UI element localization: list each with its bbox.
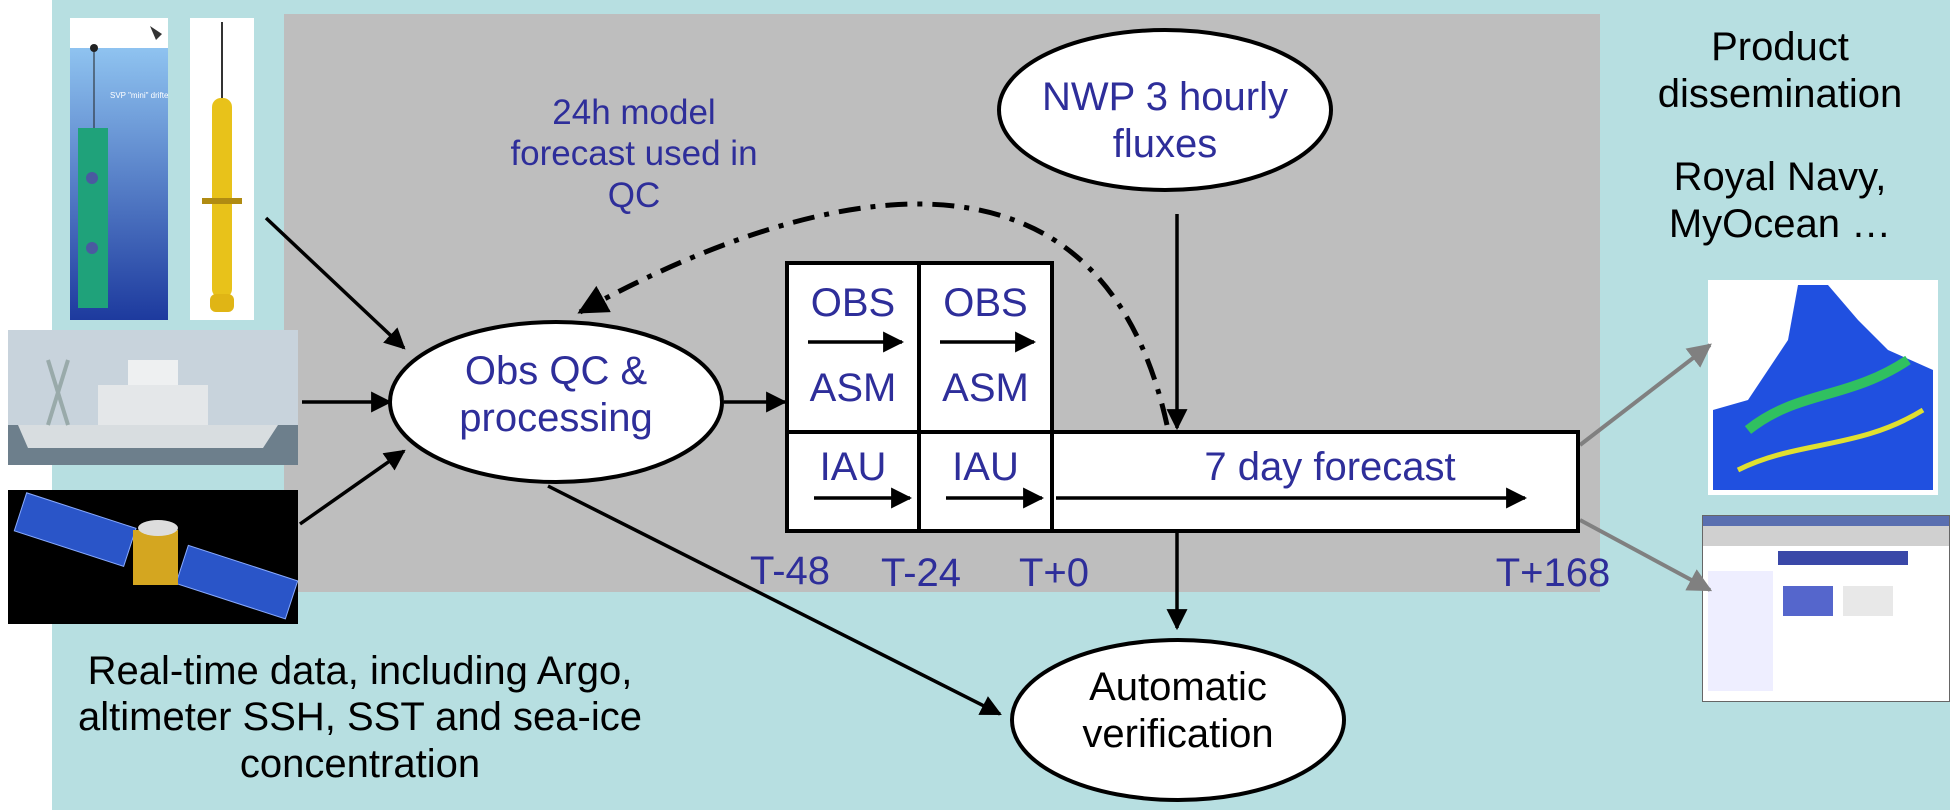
- arrow-forecast-feedback: [577, 201, 1170, 426]
- time-label-t0: T+0: [1018, 551, 1090, 595]
- time-label-t-24: T-24: [880, 551, 962, 595]
- forecast-label: 7 day forecast: [1204, 445, 1456, 489]
- forecast-box: [1050, 430, 1580, 533]
- arrow-qc-to-verification: [547, 484, 1002, 716]
- dissemination-title: Product dissemination: [1657, 25, 1903, 117]
- cell1-obs-label: OBS: [810, 281, 896, 325]
- verification-node: [1010, 638, 1346, 802]
- users-label: Royal Navy, MyOcean …: [1668, 155, 1892, 247]
- cell1-asm-label: ASM: [809, 366, 897, 410]
- obsqc-node: [388, 320, 724, 484]
- cell2-obs-label: OBS: [943, 281, 1028, 325]
- ship-image: [8, 330, 298, 465]
- satellite-image: [8, 490, 298, 624]
- time-label-t168: T+168: [1495, 551, 1611, 595]
- qc-note: 24h model forecast used in QC: [510, 93, 758, 215]
- web-product-screenshot: [1702, 515, 1950, 702]
- arrow-satellite-to-qc: [298, 449, 406, 526]
- cell1-iau-label: IAU: [819, 445, 887, 489]
- nwp-label: NWP 3 hourly fluxes: [1041, 75, 1288, 167]
- argo-float-image: [190, 18, 254, 320]
- drifter-sketch-label: SVP "mini" drifter: [110, 91, 168, 100]
- time-label-t-48: T-48: [749, 549, 831, 593]
- obsqc-label: Obs QC & processing: [459, 349, 653, 441]
- data-caption: Real-time data, including Argo, altimete…: [78, 649, 642, 786]
- forecast-map-image: [1708, 280, 1938, 495]
- nwp-node: [997, 28, 1333, 192]
- arrow-to-map-product: [1578, 343, 1712, 447]
- cell2-iau-label: IAU: [952, 445, 1019, 489]
- verification-label: Automatic verification: [1082, 665, 1274, 757]
- cell2-asm-label: ASM: [942, 366, 1029, 410]
- drifter-image: SVP "mini" drifter: [70, 18, 168, 320]
- arrow-to-web-product: [1579, 518, 1713, 592]
- arrow-drifter-to-qc: [264, 216, 406, 350]
